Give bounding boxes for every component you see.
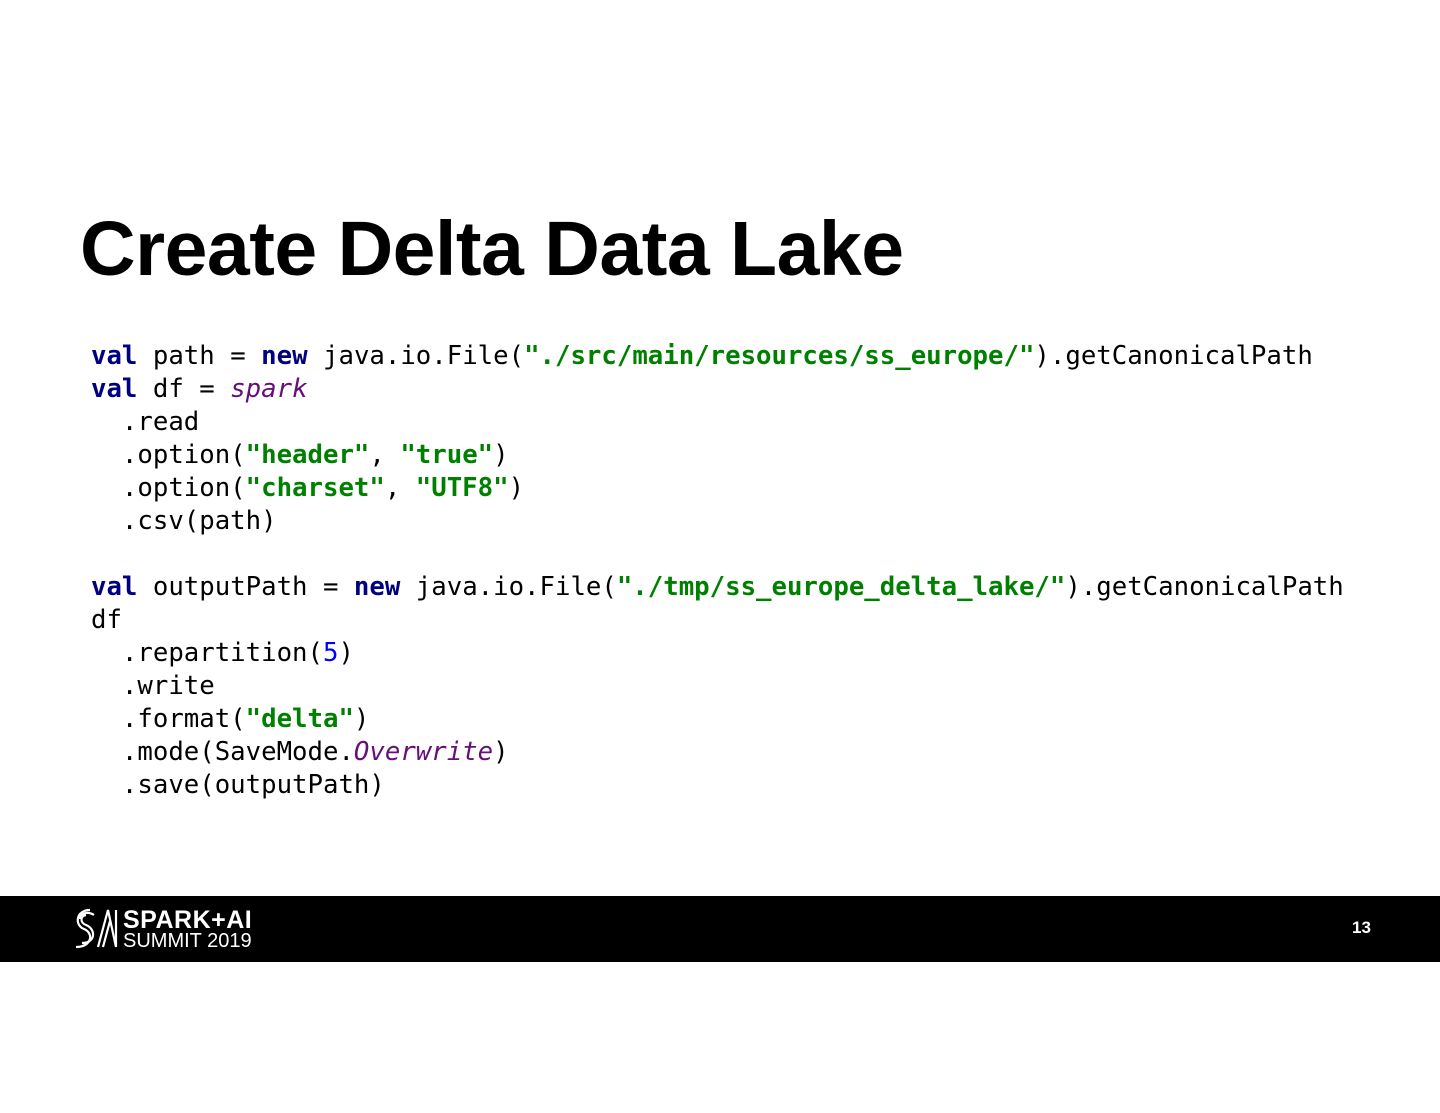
code-line — [91, 538, 1344, 571]
code-token: "UTF8" — [415, 473, 509, 503]
code-token: outputPath = — [137, 572, 354, 602]
code-token: , — [369, 440, 401, 470]
code-token: df = — [137, 374, 231, 404]
logo-text-line1: SPARK+AI — [123, 906, 253, 934]
code-token: .repartition( — [91, 638, 323, 668]
code-token: "./src/main/resources/ss_europe/" — [524, 341, 1035, 371]
code-token: .csv(path) — [91, 506, 277, 536]
code-token: df — [91, 605, 122, 635]
code-line: .option("charset", "UTF8") — [91, 472, 1344, 505]
code-line: .option("header", "true") — [91, 439, 1344, 472]
code-line: .save(outputPath) — [91, 769, 1344, 802]
code-token: .format( — [91, 704, 246, 734]
code-token: .write — [91, 671, 215, 701]
code-token: "header" — [245, 440, 370, 470]
code-block: val path = new java.io.File("./src/main/… — [91, 340, 1344, 802]
code-token: new — [353, 572, 401, 602]
code-token: ).getCanonicalPath — [1034, 341, 1313, 371]
code-token: .read — [91, 407, 200, 437]
code-line: .csv(path) — [91, 505, 1344, 538]
code-token: Overwrite — [353, 737, 494, 767]
code-line: .format("delta") — [91, 703, 1344, 736]
code-line: .read — [91, 406, 1344, 439]
logo-text-line2: SUMMIT 2019 — [123, 930, 252, 952]
code-token: ) — [493, 737, 509, 767]
code-line: val df = spark — [91, 373, 1344, 406]
slide-title: Create Delta Data Lake — [80, 206, 904, 292]
spark-ai-logo-icon — [75, 908, 118, 949]
spark-ai-summit-logo: SPARK+AI SUMMIT 2019 — [70, 906, 270, 952]
code-token: java.io.File( — [400, 572, 617, 602]
code-token: 5 — [322, 638, 339, 668]
code-token: val — [91, 374, 138, 404]
code-line: .write — [91, 670, 1344, 703]
code-token: ).getCanonicalPath — [1065, 572, 1344, 602]
code-token: val — [91, 572, 138, 602]
code-token: ) — [493, 440, 509, 470]
code-token: val — [91, 341, 138, 371]
code-line: df — [91, 604, 1344, 637]
code-token: ) — [508, 473, 525, 503]
code-line: val outputPath = new java.io.File("./tmp… — [91, 571, 1344, 604]
code-token: .mode(SaveMode. — [91, 737, 354, 767]
code-token: java.io.File( — [307, 341, 525, 371]
code-token: .option( — [91, 473, 246, 503]
code-token: "./tmp/ss_europe_delta_lake/" — [616, 572, 1066, 602]
code-token: path = — [137, 341, 262, 371]
code-token: new — [261, 341, 308, 371]
footer-bar: SPARK+AI SUMMIT 2019 — [0, 896, 1440, 962]
code-token: ) — [338, 638, 354, 668]
code-token: "true" — [400, 440, 494, 470]
code-token: ) — [353, 704, 370, 734]
code-line: val path = new java.io.File("./src/main/… — [91, 340, 1344, 373]
code-token: .save(outputPath) — [91, 770, 385, 800]
code-token: "charset" — [245, 473, 385, 503]
code-token: "delta" — [245, 704, 354, 734]
code-line: .repartition(5) — [91, 637, 1344, 670]
code-line: .mode(SaveMode.Overwrite) — [91, 736, 1344, 769]
code-token: , — [384, 473, 416, 503]
code-token: spark — [230, 374, 308, 404]
code-token: .option( — [91, 440, 246, 470]
page-number: 13 — [1352, 918, 1371, 937]
